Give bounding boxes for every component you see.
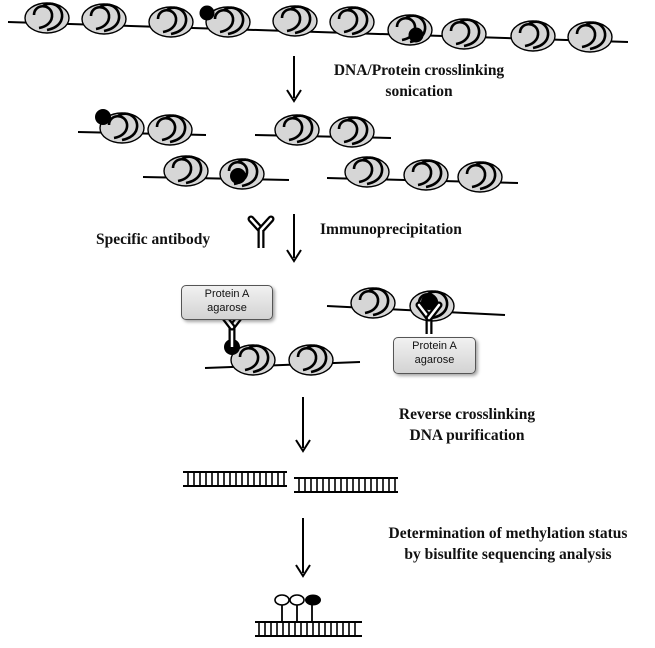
step4-line1: Determination of methylation status	[388, 525, 628, 542]
purified-dna	[183, 471, 398, 493]
step4-line2: by bisulfite sequencing analysis	[404, 546, 612, 563]
ip-complex-left	[204, 314, 361, 377]
arrow-2	[286, 214, 302, 263]
step3-line1: Reverse crosslinking	[398, 406, 536, 423]
box-left-line1: Protein A	[204, 288, 250, 300]
box-right-line1: Protein A	[412, 340, 457, 352]
fragment-3	[142, 154, 290, 191]
step1-label: DNA/Protein crosslinking sonication	[304, 60, 534, 102]
protein-a-agarose-box-left: Protein A agarose	[181, 285, 273, 320]
arrow-3	[295, 397, 311, 453]
box-right-line2: agarose	[414, 354, 455, 366]
antibody-right	[415, 301, 443, 334]
antibody-label: Specific antibody	[96, 231, 211, 248]
fragment-1	[77, 109, 207, 147]
antibody-icon	[247, 215, 275, 248]
step2-label: Immunoprecipitation	[320, 221, 462, 238]
methylated-cpg	[305, 594, 321, 606]
arrow-4	[295, 518, 311, 578]
chromatin-fiber-top	[7, 1, 629, 54]
arrow-1	[286, 56, 302, 103]
step4-label: Determination of methylation status by b…	[358, 523, 655, 565]
methylation-result	[255, 594, 362, 637]
step1-line2: sonication	[385, 83, 453, 100]
ip-complex-right	[326, 286, 506, 334]
unmethylated-cpg-2	[289, 594, 305, 606]
fragment-4	[326, 155, 519, 194]
step3-label: Reverse crosslinking DNA purification	[372, 404, 562, 446]
fragment-2	[254, 113, 392, 149]
step1-line1: DNA/Protein crosslinking	[333, 62, 505, 79]
step3-line2: DNA purification	[409, 427, 525, 444]
box-left-line2: agarose	[207, 302, 247, 314]
unmethylated-cpg-1	[274, 594, 290, 606]
protein-a-agarose-box-right: Protein A agarose	[393, 337, 476, 374]
